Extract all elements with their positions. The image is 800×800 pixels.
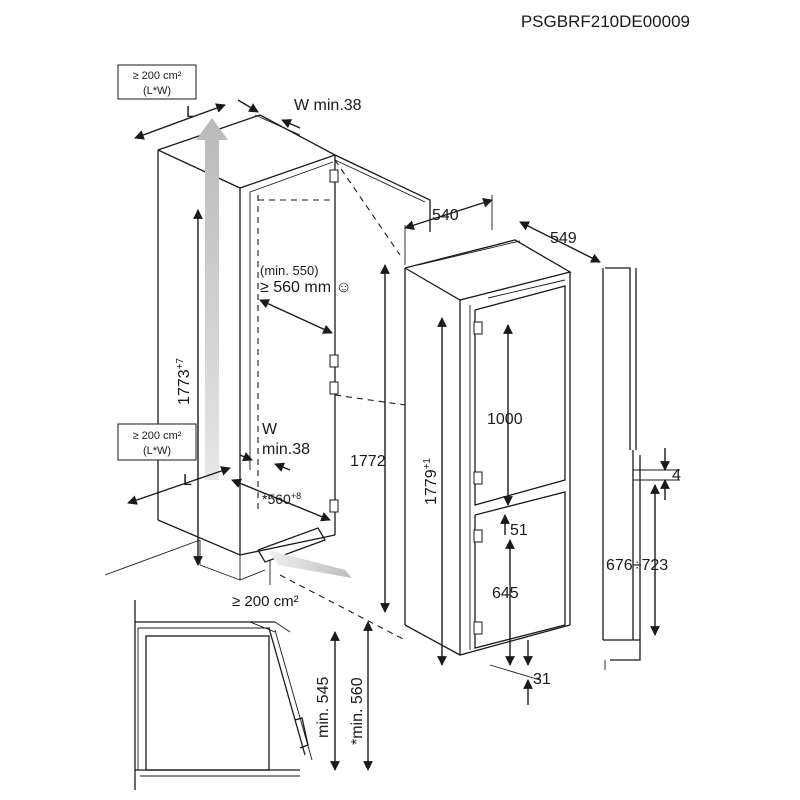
svg-text:1779+1: 1779+1: [422, 458, 440, 505]
niche-cabinet: [104, 114, 431, 641]
svg-text:min.38: min.38: [262, 441, 310, 458]
svg-text:*min. 560: *min. 560: [349, 677, 366, 745]
svg-text:W min.38: W min.38: [294, 97, 362, 114]
svg-text:≥ 200 cm²: ≥ 200 cm²: [133, 70, 182, 82]
svg-text:31: 31: [533, 671, 551, 688]
svg-text:*560+8: *560+8: [262, 491, 301, 507]
svg-text:(L*W): (L*W): [143, 85, 171, 97]
svg-text:(L*W): (L*W): [143, 445, 171, 457]
dimension-niche-depth: (min. 550) ≥ 560 mm ☺: [259, 263, 352, 334]
svg-text:51: 51: [510, 522, 528, 539]
dimension-w-min-bottom: W min.38: [239, 421, 310, 472]
dimension-4: 4: [660, 448, 681, 500]
dimension-549: 549: [519, 221, 601, 263]
svg-text:≥ 200 cm²: ≥ 200 cm²: [232, 593, 299, 610]
airflow-floor-arrow: [268, 550, 352, 578]
vent-area-bottom-label: ≥ 200 cm² (L*W): [117, 423, 197, 461]
svg-text:1772: 1772: [350, 453, 386, 470]
dimension-niche-width: *560+8: [231, 478, 331, 522]
svg-text:540: 540: [432, 207, 459, 224]
svg-text:549: 549: [550, 230, 577, 247]
dimension-1779: 1779+1: [422, 317, 447, 666]
dimension-1000: 1000: [487, 324, 523, 506]
svg-text:≥ 560 mm ☺: ≥ 560 mm ☺: [260, 279, 352, 296]
airflow-up-arrow: [196, 118, 228, 480]
svg-text:1773+7: 1773+7: [175, 358, 193, 405]
vent-area-top-label: ≥ 200 cm² (L*W): [117, 64, 197, 100]
dimension-niche-height: 1773+7: [175, 209, 203, 566]
svg-text:645: 645: [492, 585, 519, 602]
svg-text:676÷723: 676÷723: [606, 557, 668, 574]
dimension-L-top: L: [134, 103, 226, 140]
svg-text:≥ 200 cm²: ≥ 200 cm²: [133, 430, 182, 442]
dimension-plan-560: *min. 560: [349, 621, 373, 771]
dimension-676-723: 676÷723: [606, 484, 668, 636]
svg-text:L: L: [183, 472, 192, 489]
dimension-plan-545: min. 545: [315, 631, 340, 771]
svg-text:min. 545: min. 545: [315, 677, 332, 738]
svg-text:L: L: [186, 104, 195, 121]
dimension-L-bottom: L: [127, 466, 231, 505]
dimension-51: 51: [500, 514, 528, 539]
dimension-31: 31: [489, 640, 551, 705]
side-profile: [602, 267, 680, 670]
plan-view: [134, 600, 313, 790]
appliance-fridge: [404, 239, 572, 656]
svg-text:1000: 1000: [487, 411, 523, 428]
dimension-645: 645: [492, 539, 519, 666]
svg-text:4: 4: [672, 467, 681, 484]
svg-text:(min. 550): (min. 550): [260, 263, 319, 278]
document-code: PSGBRF210DE00009: [521, 12, 690, 31]
dimension-w-min-top: W min.38: [237, 97, 362, 136]
dimension-540: 540: [404, 195, 493, 265]
svg-text:W: W: [262, 421, 278, 438]
dimension-1772: 1772: [350, 264, 390, 613]
vent-floor-label: ≥ 200 cm²: [232, 560, 299, 610]
